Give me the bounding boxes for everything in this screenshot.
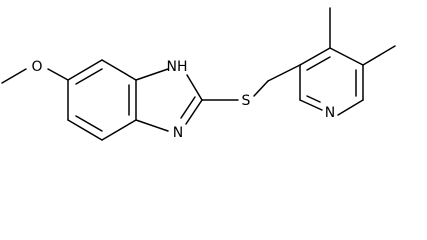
benzene-bond <box>67 119 103 141</box>
sulfur-methylene-bond <box>253 80 269 97</box>
benzene-bond <box>101 59 137 81</box>
pyridine-bond <box>329 47 364 66</box>
pyridine-nitrogen-atom-label: N <box>325 105 335 121</box>
imidazole-nitrogen-atom-label: N <box>173 125 183 141</box>
pyridine-double-bond <box>306 95 321 103</box>
chemical-structure-diagram: O NH N S N <box>1 7 396 141</box>
imidazole-bond <box>185 99 203 125</box>
methyl-oxygen-bond <box>1 68 27 84</box>
imidazole-bond <box>186 74 203 101</box>
pyridine-bond <box>299 99 323 111</box>
benzene-double-bond <box>75 115 103 132</box>
imidazole-bond <box>135 68 169 81</box>
pyridine-bond <box>337 99 364 116</box>
benzene-double-bond <box>75 68 103 85</box>
methyl-bond <box>362 45 396 66</box>
pyridine-bond <box>299 47 331 66</box>
nh-atom-label: NH <box>167 59 188 75</box>
oxygen-ring-bond <box>47 68 69 81</box>
benzene-bond <box>101 119 137 141</box>
pyridine-double-bond <box>306 56 331 71</box>
methylene-pyridine-bond <box>267 64 301 82</box>
sulfur-atom-label: S <box>242 93 251 109</box>
imidazole-bond <box>135 119 169 132</box>
oxygen-atom-label: O <box>31 59 42 75</box>
benzene-bond <box>67 59 103 81</box>
imidazole-double-bond <box>180 96 196 119</box>
